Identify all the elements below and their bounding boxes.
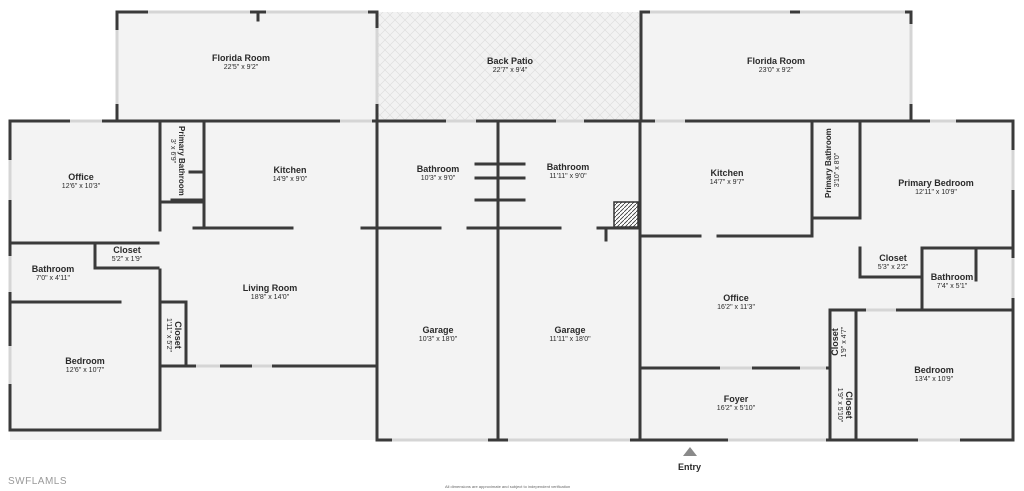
entry-arrow bbox=[683, 447, 697, 456]
room-dims: 5'2" x 1'9" bbox=[111, 256, 143, 264]
label-florida-room-left: Florida Room 22'5" x 9'2" bbox=[191, 53, 291, 73]
room-name: Living Room bbox=[242, 283, 298, 293]
room-name: Bathroom bbox=[546, 162, 590, 172]
label-primary-bedroom: Primary Bedroom 12'11" x 10'9" bbox=[886, 178, 986, 198]
label-closet-left-vert: Closet 1'11" x 5'2" bbox=[159, 310, 183, 360]
room-dims: 12'6" x 10'7" bbox=[65, 367, 105, 375]
label-back-patio: Back Patio 22'7" x 9'4" bbox=[460, 56, 560, 76]
label-office-left: Office 12'6" x 10'3" bbox=[31, 172, 131, 192]
label-kitchen-left: Kitchen 14'9" x 9'0" bbox=[240, 165, 340, 185]
room-dims: 3'10" x 8'0" bbox=[834, 152, 841, 188]
stair-hatch bbox=[613, 201, 639, 228]
room-dims: 10'3" x 18'0" bbox=[418, 336, 458, 344]
floor-areas bbox=[10, 12, 1013, 440]
room-name: Primary Bedroom bbox=[898, 178, 974, 188]
label-florida-room-right: Florida Room 23'0" x 9'2" bbox=[726, 56, 826, 76]
room-dims: 12'6" x 10'3" bbox=[61, 183, 101, 191]
room-dims: 13'4" x 10'9" bbox=[914, 376, 954, 384]
label-bedroom-left: Bedroom 12'6" x 10'7" bbox=[35, 356, 135, 376]
room-name: Foyer bbox=[723, 394, 749, 404]
label-bathroom-mid-right: Bathroom 11'11" x 9'0" bbox=[518, 162, 618, 182]
windows bbox=[8, 10, 1015, 442]
room-dims: 7'4" x 5'1" bbox=[936, 283, 968, 291]
label-kitchen-right: Kitchen 14'7" x 9'7" bbox=[677, 168, 777, 188]
room-dims: 16'2" x 11'3" bbox=[717, 304, 755, 312]
room-dims: 22'7" x 9'4" bbox=[492, 67, 528, 75]
room-name: Bathroom bbox=[416, 164, 460, 174]
room-name: Closet bbox=[113, 245, 141, 255]
room-dims: 18'8" x 14'0" bbox=[250, 294, 290, 302]
room-dims: 1'9" x 4'7" bbox=[841, 326, 849, 358]
room-dims: 3' x 6'9" bbox=[169, 138, 176, 164]
room-dims: 14'9" x 9'0" bbox=[272, 176, 308, 184]
room-name: Bathroom bbox=[930, 272, 974, 282]
room-dims: 10'3" x 9'0" bbox=[420, 175, 456, 183]
room-name: Closet bbox=[173, 321, 183, 349]
room-dims: 11'11" x 18'0" bbox=[549, 336, 591, 344]
room-name: Office bbox=[68, 172, 94, 182]
label-bedroom-right: Bedroom 13'4" x 10'9" bbox=[884, 365, 984, 385]
room-name: Garage bbox=[554, 325, 586, 335]
room-name: Closet bbox=[844, 391, 854, 419]
label-closet-left-top: Closet 5'2" x 1'9" bbox=[101, 245, 153, 265]
room-dims: 23'0" x 9'2" bbox=[758, 67, 794, 75]
label-closet-right-top: Closet 5'3" x 2'2" bbox=[866, 253, 920, 273]
label-living-room: Living Room 18'8" x 14'0" bbox=[220, 283, 320, 303]
room-name: Florida Room bbox=[747, 56, 805, 66]
room-name: Bathroom bbox=[31, 264, 75, 274]
room-name: Closet bbox=[879, 253, 907, 263]
label-closet-right-vert: Closet 1'9" x 4'7" bbox=[830, 317, 854, 367]
room-name: Primary Bathroom bbox=[824, 128, 833, 198]
room-name: Primary Bathroom bbox=[177, 126, 186, 196]
room-name: Back Patio bbox=[486, 56, 534, 66]
room-name: Kitchen bbox=[710, 168, 744, 178]
room-dims: 16'2" x 5'10" bbox=[716, 405, 756, 413]
room-name: Kitchen bbox=[273, 165, 307, 175]
room-dims: 5'3" x 2'2" bbox=[877, 264, 909, 272]
label-primary-bath-right: Primary Bathroom 3'10" x 8'0" bbox=[824, 128, 848, 198]
room-dims: 22'5" x 9'2" bbox=[223, 64, 259, 72]
room-name: Florida Room bbox=[212, 53, 270, 63]
room-dims: 11'11" x 9'0" bbox=[549, 173, 587, 181]
watermark: SWFLAMLS bbox=[8, 476, 68, 487]
back-patio-floor bbox=[378, 12, 640, 120]
room-dims: 1'11" x 5'2" bbox=[164, 318, 172, 352]
room-name: Bedroom bbox=[65, 356, 105, 366]
label-bathroom-mid-left: Bathroom 10'3" x 9'0" bbox=[388, 164, 488, 184]
label-garage-left: Garage 10'3" x 18'0" bbox=[388, 325, 488, 345]
label-foyer: Foyer 16'2" x 5'10" bbox=[686, 394, 786, 414]
room-name: Office bbox=[723, 293, 749, 303]
room-name: Garage bbox=[422, 325, 454, 335]
room-name: Closet bbox=[830, 328, 840, 356]
label-garage-right: Garage 11'11" x 18'0" bbox=[520, 325, 620, 345]
room-dims: 12'11" x 10'9" bbox=[915, 189, 957, 197]
label-bathroom-left: Bathroom 7'0" x 4'11" bbox=[18, 264, 88, 284]
disclaimer: All dimensions are approximate and subje… bbox=[445, 484, 571, 489]
label-bathroom-right: Bathroom 7'4" x 5'1" bbox=[924, 272, 980, 292]
room-dims: 1'9" x 5'10" bbox=[835, 387, 843, 423]
room-name: Bedroom bbox=[914, 365, 954, 375]
room-dims: 7'0" x 4'11" bbox=[36, 275, 70, 283]
entry-label: Entry bbox=[678, 462, 702, 472]
label-primary-bath-left: Primary Bathroom 3' x 6'9" bbox=[164, 126, 186, 196]
label-closet-foyer: Closet 1'9" x 5'10" bbox=[830, 381, 854, 429]
room-dims: 14'7" x 9'7" bbox=[709, 179, 745, 187]
label-office-right: Office 16'2" x 11'3" bbox=[686, 293, 786, 313]
